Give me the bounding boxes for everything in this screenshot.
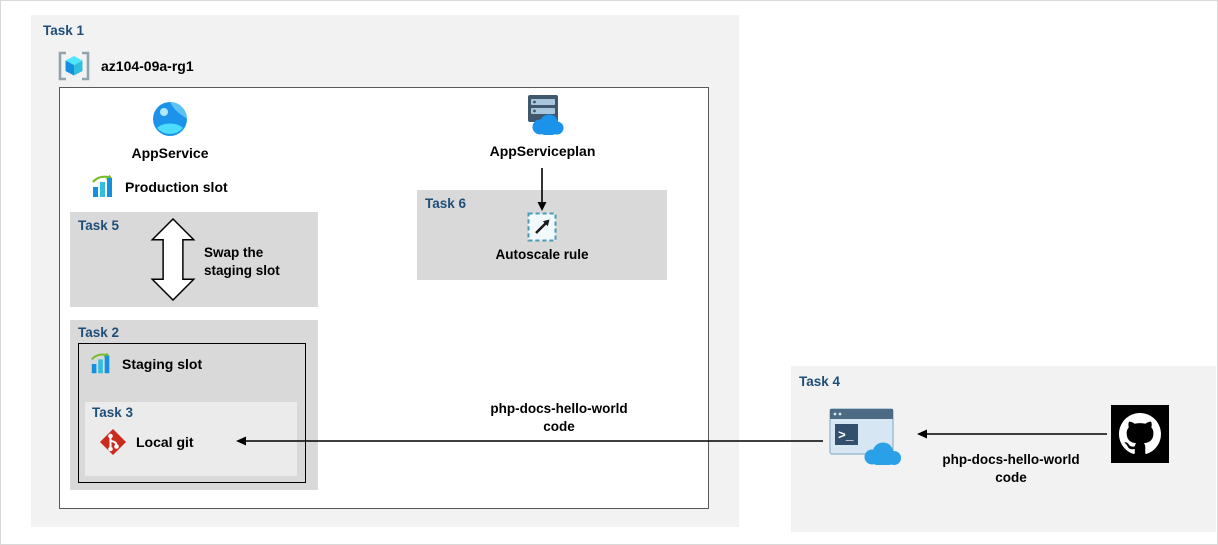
task5-label: Task 5 (78, 218, 120, 233)
app-service-label: AppService (131, 145, 209, 161)
resource-group-boundary: AppService (59, 87, 709, 509)
task5-box: Task 5 Swap the staging slot (70, 212, 318, 307)
deployment-slot-icon (90, 174, 116, 200)
task2-box: Task 2 Staging slot (70, 320, 318, 490)
local-git-label: Local git (136, 434, 194, 450)
deploy-code-line1: php-docs-hello-world (490, 401, 628, 416)
task2-label: Task 2 (78, 325, 120, 340)
app-service-plan-label: AppServiceplan (489, 143, 596, 159)
task4-code-label: php-docs-hello-world code (927, 451, 1095, 486)
task4-code-line1: php-docs-hello-world (942, 452, 1080, 467)
task5-caption: Swap the staging slot (204, 244, 280, 279)
staging-slot-box: Staging slot Task 3 (78, 343, 306, 483)
task1-label: Task 1 (43, 23, 85, 38)
app-service-plan-icon (520, 94, 566, 136)
task5-caption-line2: staging slot (204, 262, 280, 278)
cloud-shell-icon: >_ (829, 408, 905, 468)
task4-panel: Task 4 >_ php- (791, 366, 1216, 532)
github-icon (1111, 405, 1169, 463)
production-slot-label: Production slot (125, 179, 228, 195)
deploy-code-line2: code (543, 418, 575, 434)
app-service-node: AppService (115, 100, 225, 161)
cloud-shell-prompt-glyph: >_ (838, 428, 854, 443)
task6-box: Task 6 Autoscale rule (417, 190, 667, 280)
task3-box: Task 3 (85, 402, 297, 476)
autoscale-rule-label: Autoscale rule (495, 247, 589, 262)
task6-label: Task 6 (425, 196, 467, 211)
task5-caption-line1: Swap the (204, 245, 264, 260)
task4-code-line2: code (995, 469, 1027, 485)
autoscale-icon (526, 211, 558, 243)
production-slot: Production slot (90, 174, 228, 200)
staging-slot-label: Staging slot (122, 356, 203, 372)
deployment-slot-icon (89, 352, 113, 376)
task3-label: Task 3 (92, 405, 134, 420)
app-service-plan-node: AppServiceplan (465, 94, 620, 159)
resource-group-icon (55, 49, 93, 83)
app-service-icon (151, 100, 189, 138)
git-icon (99, 428, 127, 456)
deploy-code-label: php-docs-hello-world code (469, 400, 649, 435)
local-git: Local git (99, 428, 194, 456)
task1-panel: Task 1 az104-09a-rg1 (31, 15, 739, 527)
resource-group-name: az104-09a-rg1 (101, 58, 194, 74)
resource-group-header: az104-09a-rg1 (55, 49, 194, 83)
swap-arrow-icon (150, 218, 196, 301)
task4-label: Task 4 (799, 374, 841, 389)
staging-slot: Staging slot (89, 352, 202, 376)
